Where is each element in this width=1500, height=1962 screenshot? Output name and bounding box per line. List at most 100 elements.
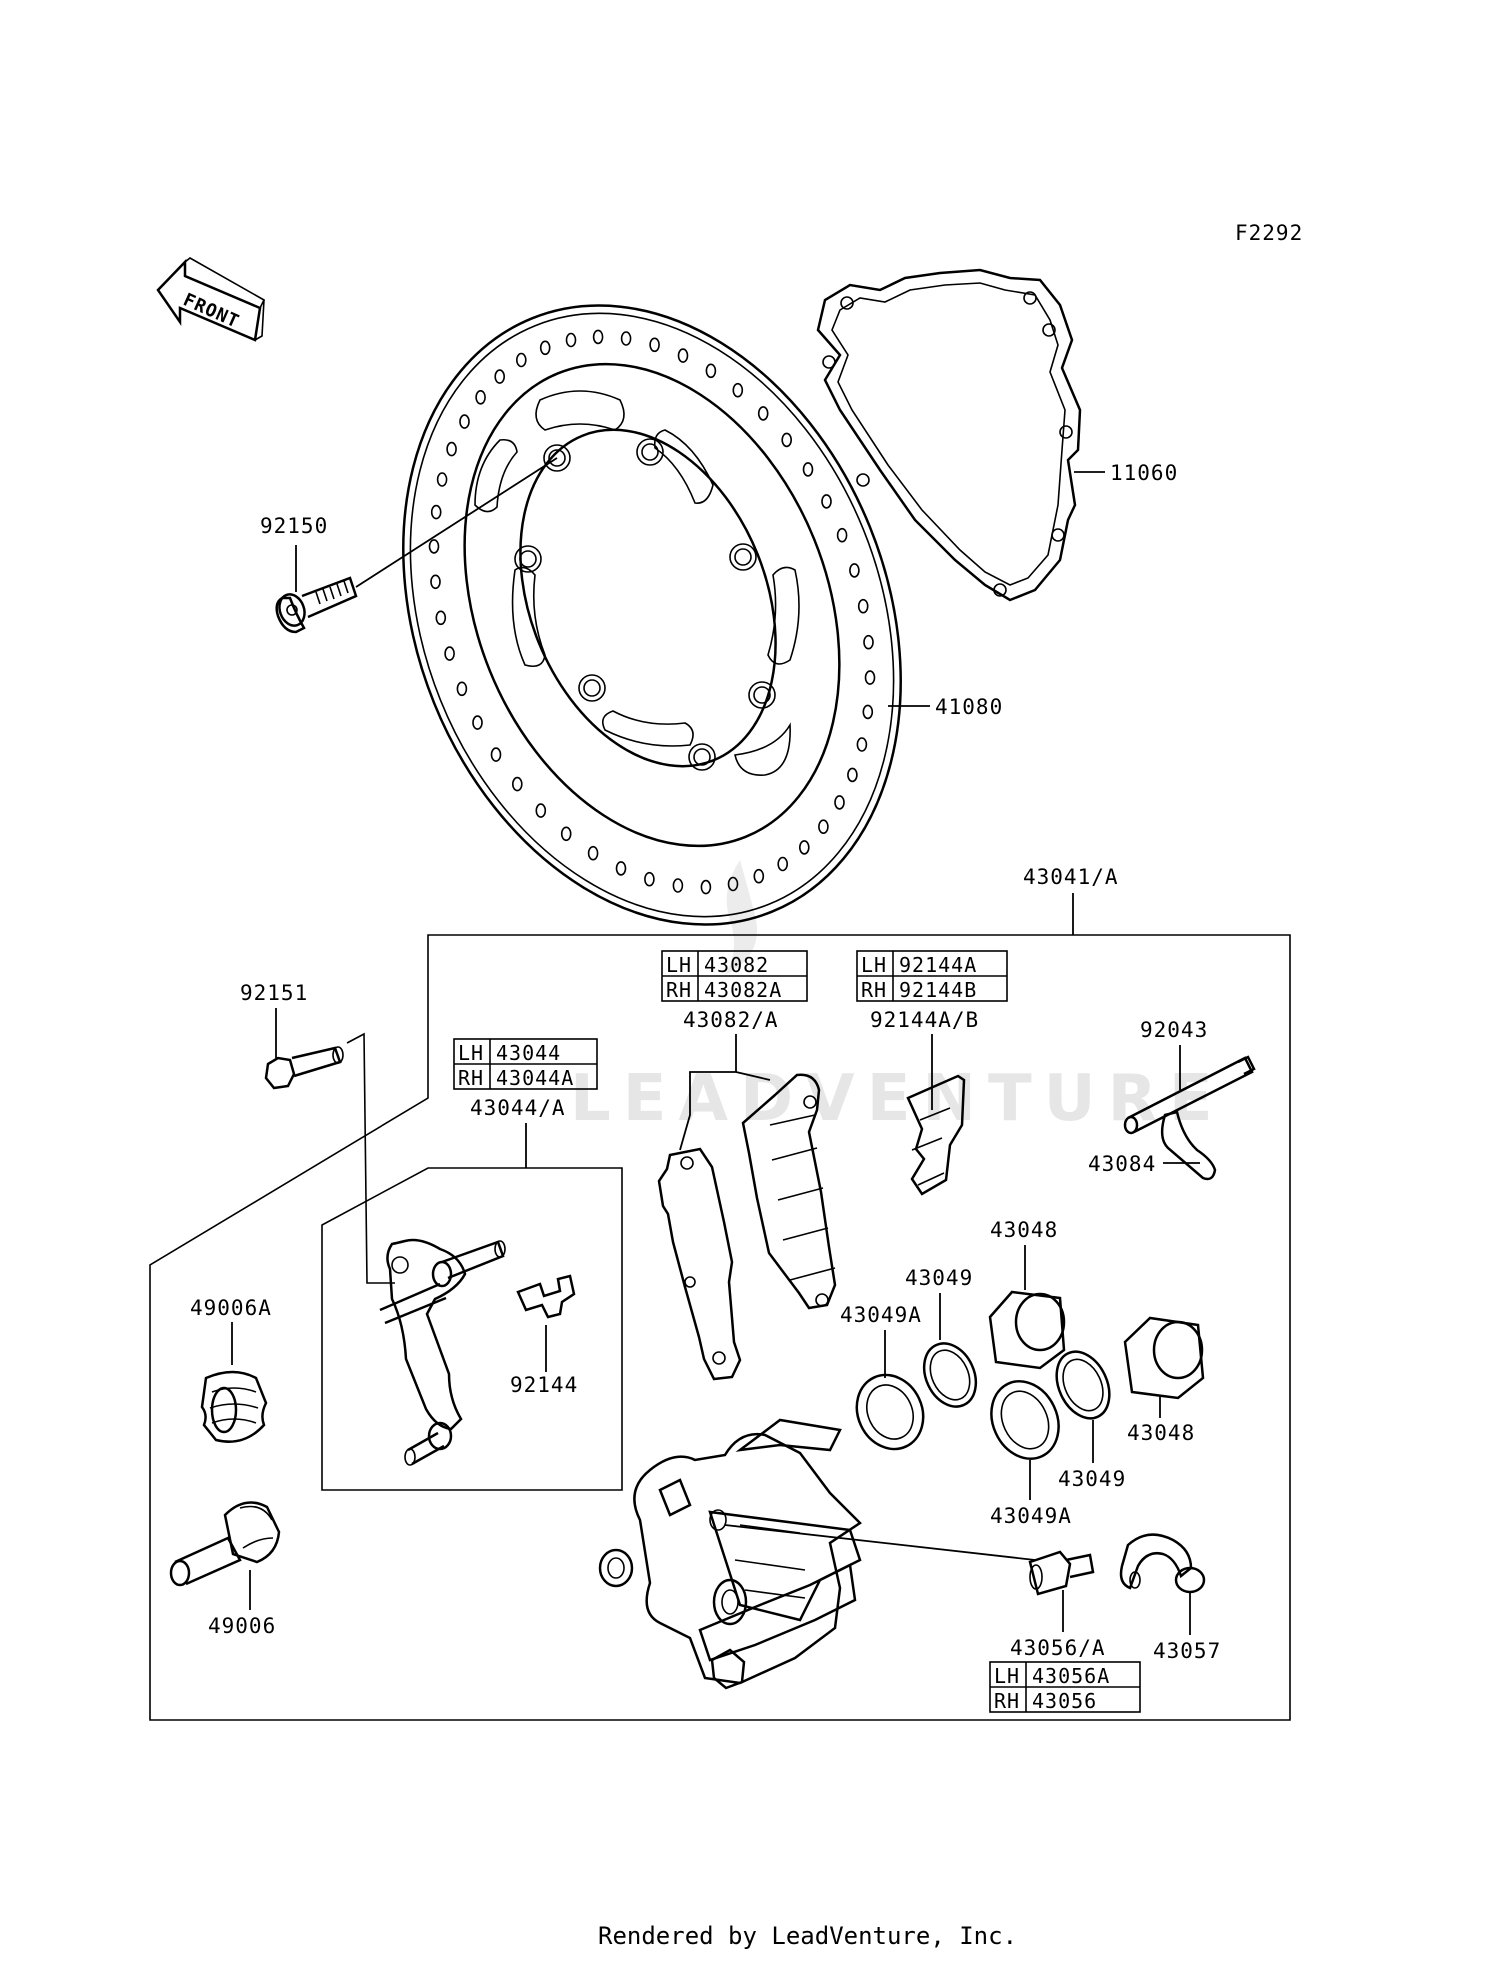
table-43056-rh-side: RH: [994, 1689, 1020, 1713]
figure-code: F2292: [1235, 221, 1303, 245]
bracket-bolt-92151: [264, 1046, 344, 1090]
callout-92043: 92043: [1140, 1018, 1208, 1042]
disc-drill-hole: [560, 826, 572, 842]
disc-drill-hole: [862, 704, 874, 720]
disc-drill-hole: [757, 406, 769, 421]
callout-92151: 92151: [240, 981, 308, 1005]
disc-drill-hole: [732, 382, 744, 398]
table-43056-lh-part: 43056A: [1032, 1664, 1110, 1688]
table-43056-lh-side: LH: [994, 1664, 1020, 1688]
callout-49006a: 49006A: [190, 1296, 272, 1320]
disc-drill-hole: [834, 795, 845, 810]
callout-43049-lower: 43049: [1058, 1467, 1126, 1491]
disc-drill-hole: [587, 845, 599, 861]
brake-pad-right: [741, 1073, 837, 1310]
disc-drill-hole: [705, 363, 717, 379]
disc-drill-hole: [856, 737, 868, 752]
table-43044-lh-side: LH: [458, 1041, 484, 1065]
table-43082-lh-side: LH: [666, 953, 692, 977]
disc-drill-hole: [565, 332, 577, 348]
callout-43041: 43041/A: [1023, 865, 1119, 889]
seal-43049-upper: [922, 1342, 978, 1408]
gasket-11060: [816, 268, 1082, 602]
callout-43044: 43044/A: [470, 1096, 566, 1120]
caliper-bracket-43044: [379, 1238, 506, 1466]
disc-drill-hole: [430, 504, 442, 520]
bleeder-valve-43056: [1028, 1550, 1095, 1596]
callout-11060: 11060: [1110, 461, 1178, 485]
disc-drill-hole: [539, 340, 551, 356]
assembly-outline: [149, 934, 1291, 1721]
table-43082-rh-side: RH: [666, 978, 692, 1002]
disc-drill-hole: [436, 472, 448, 487]
flame-icon: [725, 860, 757, 975]
disc-drill-hole: [864, 670, 876, 685]
callout-92144: 92144: [510, 1373, 578, 1397]
table-92144-rh-side: RH: [861, 978, 887, 1002]
disc-drill-hole: [649, 337, 660, 353]
callout-43056: 43056/A: [1010, 1636, 1106, 1660]
table-92144-lh-side: LH: [861, 953, 887, 977]
disc-drill-hole: [700, 879, 712, 895]
seal-43049a-upper: [855, 1373, 925, 1451]
disc-drill-hole: [475, 389, 486, 405]
disc-drill-hole: [777, 856, 789, 872]
disc-drill-hole: [753, 868, 765, 884]
disc-drill-hole: [677, 348, 689, 363]
disc-drill-hole: [494, 369, 506, 384]
callout-92150: 92150: [260, 514, 328, 538]
footer-credit: Rendered by LeadVenture, Inc.: [598, 1922, 1017, 1950]
bracket-subassembly-outline: [321, 1167, 623, 1491]
callout-43048-upper: 43048: [990, 1218, 1058, 1242]
disc-drill-hole: [444, 646, 455, 661]
table-43082-rh-part: 43082A: [704, 978, 782, 1002]
table-43044-rh-part: 43044A: [496, 1066, 574, 1090]
callout-43049a-upper: 43049A: [840, 1303, 922, 1327]
brake-disc-41080: [402, 304, 902, 926]
disc-drill-hole: [446, 441, 457, 457]
disc-drill-hole: [515, 352, 527, 368]
bleeder-cap-43057: [1119, 1533, 1206, 1594]
anti-rattle-spring-92144ab: [906, 1074, 966, 1196]
disc-drill-hole: [620, 331, 632, 346]
table-92144-rh-part: 92144B: [899, 978, 977, 1002]
disc-drill-hole: [863, 634, 874, 650]
table-43082-lh-part: 43082: [704, 953, 769, 977]
brake-pad-left: [657, 1147, 742, 1381]
table-92144-lh-part: 92144A: [899, 953, 977, 977]
disc-drill-hole: [535, 803, 547, 818]
disc-drill-hole: [472, 715, 483, 730]
disc-drill-hole: [847, 767, 858, 783]
disc-drill-hole: [644, 871, 655, 887]
table-43082: LH 43082 RH 43082A: [661, 950, 808, 1002]
piston-43048-lower: [1123, 1316, 1205, 1400]
disc-drill-hole: [818, 819, 829, 835]
callout-43057: 43057: [1153, 1639, 1221, 1663]
table-43044: LH 43044 RH 43044A: [453, 1038, 598, 1090]
callout-41080: 41080: [935, 695, 1003, 719]
disc-drill-hole: [672, 878, 684, 893]
disc-drill-hole: [849, 563, 860, 578]
piston-43048-upper: [988, 1290, 1066, 1370]
pin-clip-43084: [1160, 1110, 1217, 1181]
seal-43049-lower: [1055, 1350, 1111, 1420]
callout-49006: 49006: [208, 1614, 276, 1638]
disc-drill-hole: [490, 747, 502, 762]
seal-43049a-lower: [990, 1380, 1060, 1460]
disc-drill-hole: [511, 776, 523, 792]
callout-92144ab: 92144A/B: [870, 1008, 979, 1032]
callout-43084: 43084: [1088, 1152, 1156, 1176]
pad-spring-92144: [516, 1274, 576, 1319]
watermark: LEADVENTURE: [570, 860, 1213, 1136]
table-92144: LH 92144A RH 92144B: [856, 950, 1008, 1002]
disc-drill-hole: [435, 610, 447, 626]
caliper-body: [598, 1418, 862, 1690]
table-43056: LH 43056A RH 43056: [989, 1661, 1141, 1713]
disc-drill-hole: [727, 876, 739, 892]
disc-drill-hole: [430, 574, 441, 590]
disc-drill-hole: [781, 432, 793, 448]
disc-drill-hole: [802, 462, 814, 477]
slide-pin-49006: [169, 1501, 281, 1587]
front-arrow-icon: FRONT: [156, 257, 266, 342]
